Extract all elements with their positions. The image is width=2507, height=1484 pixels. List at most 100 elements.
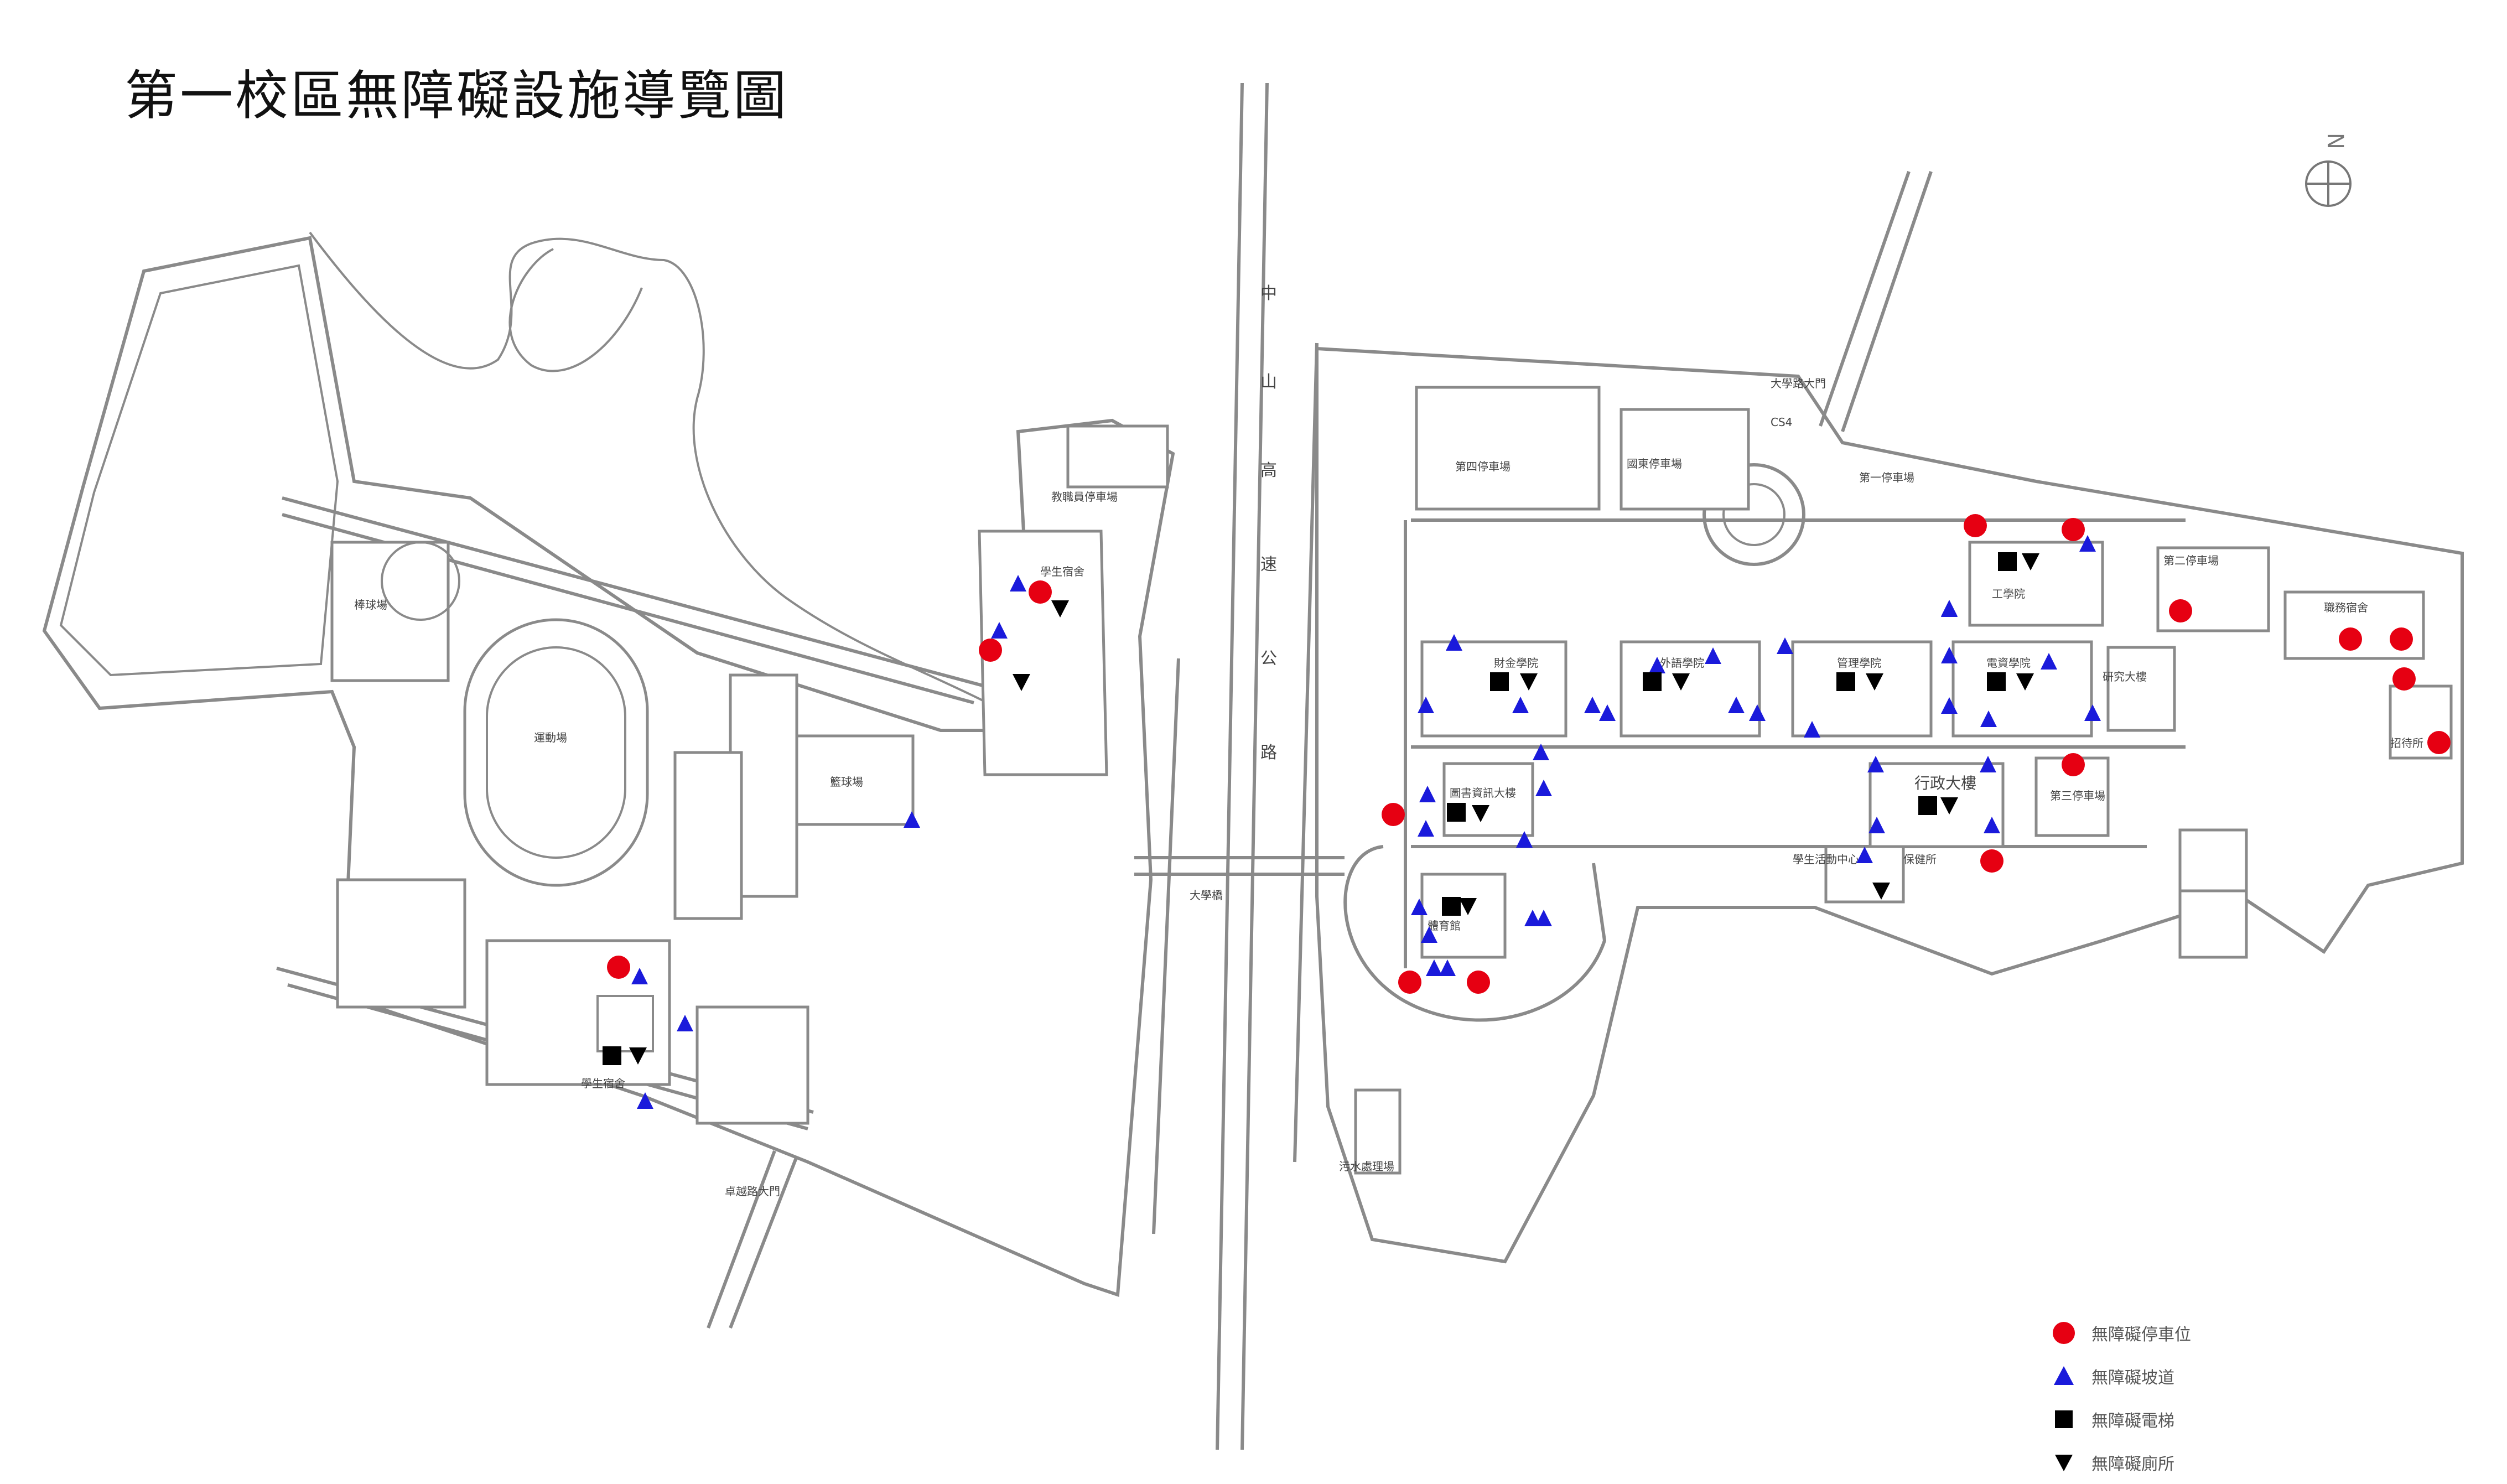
toilet-marker — [1472, 805, 1489, 822]
parking-marker — [1029, 580, 1052, 604]
ramp-marker — [2079, 535, 2096, 552]
ramp-marker — [1749, 704, 1766, 721]
parking-marker — [2062, 753, 2085, 776]
building-label-student-center: 學生活動中心 — [1793, 853, 1859, 866]
building-label-gym: 體育館 — [1428, 919, 1461, 932]
parking-marker — [2169, 599, 2192, 622]
south-gate-label: 卓越路大門 — [725, 1185, 780, 1198]
building-label-lib: 圖書資訊大樓 — [1450, 786, 1516, 800]
building-label-hum: 財金學院 — [1494, 656, 1538, 670]
ramp-marker — [1439, 959, 1456, 976]
parking-marker — [2390, 627, 2413, 651]
ramp-marker — [1418, 820, 1434, 837]
black-down-triangle-icon — [2047, 1446, 2080, 1479]
accessibility-markers — [603, 514, 2451, 1109]
parking-marker — [1980, 849, 2003, 873]
elevator-marker — [1442, 897, 1461, 916]
ramp-marker — [1524, 910, 1541, 926]
building-label-dorm-south: 學生宿舍 — [581, 1077, 625, 1090]
ramp-marker — [1419, 786, 1436, 802]
elevator-marker — [1918, 796, 1937, 815]
building-label-lang: 外語學院 — [1660, 656, 1704, 670]
ramp-marker — [1649, 657, 1665, 673]
ramp-marker — [637, 1092, 653, 1109]
elevator-marker — [1643, 672, 1662, 691]
building-label-baseball: 棒球場 — [354, 598, 387, 611]
legend-item-parking: 無障礙停車位 — [2047, 1311, 2191, 1355]
college-engineering — [1968, 541, 2104, 627]
toilet-marker — [2022, 553, 2039, 570]
parking-marker — [2392, 667, 2416, 691]
ramp-marker — [1804, 721, 1820, 738]
parking-west-lot — [1066, 424, 1169, 489]
west-parking-lot — [336, 878, 466, 1009]
ramp-marker — [631, 968, 648, 984]
parking-marker — [1382, 803, 1405, 826]
ramp-marker — [2084, 704, 2101, 721]
college-eecs — [1951, 640, 2093, 738]
highway: 中 山 高 速 公 路 大學橋 卓越路大門 — [707, 82, 1345, 1450]
cs-label: CS4 — [1771, 416, 1792, 429]
svg-text:公: 公 — [1260, 649, 1277, 668]
parking-mid-lot — [1620, 408, 1750, 511]
highway-label: 中 山 高 速 公 路 — [1260, 284, 1277, 762]
svg-text:山: 山 — [1260, 372, 1277, 392]
building-label-health: 保健所 — [1903, 853, 1937, 866]
toilet-marker — [1459, 898, 1477, 915]
building-label-admin: 行政大樓 — [1914, 774, 1976, 792]
ramp-marker — [1980, 756, 1996, 772]
dorm-south-building — [485, 939, 671, 1086]
toilet-marker — [1051, 600, 1069, 618]
elevator-marker — [1836, 672, 1855, 691]
ramp-marker — [1599, 704, 1616, 721]
west-court-block — [695, 1005, 809, 1125]
ramp-marker — [1584, 697, 1601, 713]
legend-label-parking: 無障礙停車位 — [2091, 1325, 2191, 1345]
building-label-parking3: 第三停車場 — [2050, 789, 2105, 802]
elevator-marker — [1490, 672, 1509, 691]
ramp-marker — [1426, 959, 1442, 976]
research-building — [2106, 646, 2176, 732]
ramp-marker — [1533, 744, 1549, 760]
elevator-marker — [1987, 672, 2006, 691]
svg-text:高: 高 — [1260, 461, 1277, 480]
ramp-marker — [1867, 756, 1884, 772]
legend-item-ramp: 無障礙坡道 — [2047, 1355, 2191, 1398]
parking-marker — [1964, 514, 1987, 537]
map-title: 第一校區無障礙設施導覽圖 — [124, 65, 788, 127]
building-label-faculty-dorm: 職務宿舍 — [2324, 601, 2368, 614]
building-label-guest: 招待所 — [2390, 736, 2423, 750]
roundabout — [1703, 463, 1805, 566]
ramp-marker — [1980, 710, 1997, 727]
parking-marker — [2062, 518, 2085, 541]
building-label-track: 運動場 — [534, 731, 567, 744]
ramp-marker — [1512, 697, 1529, 713]
svg-text:速: 速 — [1260, 555, 1277, 574]
map-legend: 無障礙停車位 無障礙坡道 無障礙電梯 無障礙廁所 — [2047, 1311, 2191, 1484]
building-label-mgmt: 管理學院 — [1837, 656, 1881, 670]
studio-court — [795, 734, 915, 826]
red-circle-icon — [2047, 1316, 2080, 1350]
parking-marker — [2427, 731, 2451, 754]
building-label-studio: 籃球場 — [830, 775, 863, 788]
svg-text:路: 路 — [1260, 743, 1277, 762]
basketball-courts — [673, 751, 743, 920]
toilet-marker — [1013, 674, 1030, 691]
ramp-marker — [677, 1015, 693, 1031]
ramp-marker — [1777, 637, 1793, 654]
ramp-marker — [1421, 926, 1437, 943]
building-label-research: 研究大樓 — [2103, 670, 2147, 683]
ramp-marker — [1535, 910, 1552, 926]
building-label-parking-west: 教職員停車場 — [1051, 490, 1118, 504]
bridge-label: 大學橋 — [1190, 889, 1223, 902]
building-label-parking2: 第二停車場 — [2163, 554, 2219, 567]
building-label-parking-mid: 國東停車場 — [1627, 457, 1682, 470]
blue-triangle-icon — [2047, 1360, 2080, 1393]
legend-label-ramp: 無障礙坡道 — [2091, 1368, 2174, 1388]
ramp-marker — [1516, 831, 1533, 848]
building-label-eng: 工學院 — [1992, 587, 2025, 600]
toilet-marker — [1672, 673, 1690, 691]
ramp-marker — [1535, 780, 1552, 796]
ramp-marker — [1705, 647, 1721, 664]
ramp-marker — [1984, 817, 2000, 833]
